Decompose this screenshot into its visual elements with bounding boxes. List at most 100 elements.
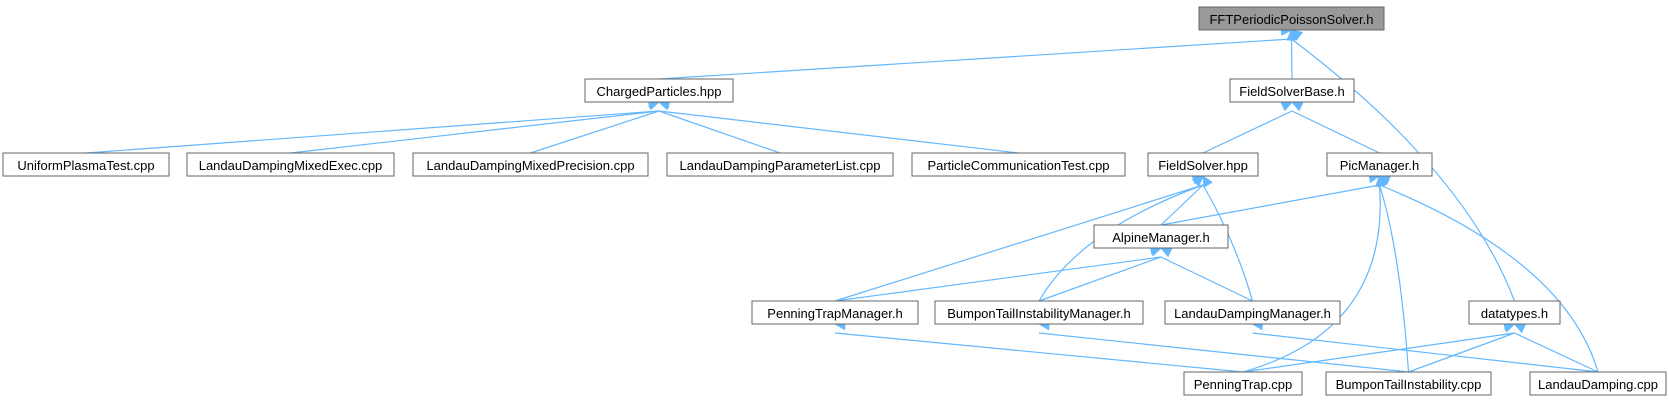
edge-bti-to-btim: [1037, 319, 1409, 373]
arrowhead: [1513, 323, 1527, 334]
node-box[interactable]: [934, 300, 1144, 325]
node-box[interactable]: [1093, 224, 1229, 249]
arrowhead: [1202, 174, 1213, 188]
node-box[interactable]: [1468, 300, 1561, 325]
node-label[interactable]: FieldSolver.hpp: [1158, 158, 1248, 173]
node-landaudampingmixedexec-cpp[interactable]: LandauDampingMixedExec.cpp: [186, 152, 395, 177]
node-landaudampingmixedprecision-cpp[interactable]: LandauDampingMixedPrecision.cpp: [412, 152, 649, 177]
edge-bti-to-dt: [1408, 322, 1516, 373]
edge-fs-to-fsb: [1202, 101, 1294, 154]
node-datatypes-h[interactable]: datatypes.h: [1468, 300, 1561, 325]
node-label[interactable]: PenningTrap.cpp: [1194, 377, 1293, 392]
node-label[interactable]: FFTPeriodicPoissonSolver.h: [1209, 12, 1373, 27]
node-label[interactable]: PicManager.h: [1340, 158, 1420, 173]
edge-pt-to-pic: [1242, 174, 1386, 373]
edge-ld-to-dt: [1513, 323, 1599, 373]
node-landaudamping-cpp[interactable]: LandauDamping.cpp: [1529, 371, 1667, 396]
edge-upt-to-cp: [85, 97, 661, 154]
node-box[interactable]: [584, 78, 734, 103]
edge-line: [1379, 184, 1599, 373]
edge-line: [530, 110, 660, 154]
edge-ldm-to-alp: [1159, 247, 1253, 302]
edge-line: [1160, 184, 1204, 226]
node-box[interactable]: [1147, 152, 1259, 177]
node-landaudampingparameterlist-cpp[interactable]: LandauDampingParameterList.cpp: [666, 152, 894, 177]
edge-ptm-to-alp: [834, 244, 1163, 302]
node-particlecommunicationtest-cpp[interactable]: ParticleCommunicationTest.cpp: [911, 152, 1126, 177]
edge-line: [1252, 332, 1599, 373]
node-box[interactable]: [666, 152, 894, 177]
edge-pt-to-ptm: [833, 319, 1244, 373]
edge-ld-to-pic: [1378, 175, 1599, 373]
node-box[interactable]: [1164, 300, 1341, 325]
node-bumpontailinstabilitymanager-h[interactable]: BumponTailInstabilityManager.h: [934, 300, 1144, 325]
node-label[interactable]: AlpineManager.h: [1112, 230, 1210, 245]
node-box[interactable]: [911, 152, 1126, 177]
node-label[interactable]: LandauDampingManager.h: [1174, 306, 1331, 321]
arrowhead: [1290, 29, 1304, 41]
edge-line: [1408, 332, 1515, 373]
edge-fsb-to-fft: [1286, 28, 1297, 80]
node-box[interactable]: [1325, 371, 1492, 396]
node-label[interactable]: LandauDampingMixedExec.cpp: [199, 158, 383, 173]
edge-line: [1290, 38, 1293, 80]
node-label[interactable]: LandauDamping.cpp: [1538, 377, 1658, 392]
edge-line: [85, 110, 660, 154]
edge-ldmp-to-cp: [530, 100, 661, 154]
node-label[interactable]: datatypes.h: [1481, 306, 1548, 321]
edge-line: [1202, 110, 1293, 154]
edge-ldme-to-cp: [290, 97, 661, 154]
node-box[interactable]: [1326, 152, 1433, 177]
edge-ldpl-to-cp: [657, 100, 781, 154]
edge-pct-to-cp: [657, 97, 1019, 154]
node-fftperiodicpoissonsolver-h[interactable]: FFTPeriodicPoissonSolver.h: [1198, 6, 1385, 31]
edge-line: [1038, 332, 1409, 373]
node-label[interactable]: BumponTailInstability.cpp: [1336, 377, 1482, 392]
node-penningtrap-cpp[interactable]: PenningTrap.cpp: [1183, 371, 1303, 396]
edge-line: [658, 110, 781, 154]
arrowhead: [1290, 101, 1304, 112]
node-box[interactable]: [1229, 78, 1355, 103]
node-box[interactable]: [2, 152, 170, 177]
node-landaudampingmanager-h[interactable]: LandauDampingManager.h: [1164, 300, 1341, 325]
edge-layer: [85, 25, 1599, 373]
node-fieldsolver-hpp[interactable]: FieldSolver.hpp: [1147, 152, 1259, 177]
edge-line: [834, 184, 1204, 302]
edge-line: [658, 38, 1292, 80]
edge-line: [1160, 184, 1380, 226]
node-box[interactable]: [1529, 371, 1667, 396]
node-label[interactable]: UniformPlasmaTest.cpp: [17, 158, 154, 173]
node-picmanager-h[interactable]: PicManager.h: [1326, 152, 1433, 177]
edge-line: [1202, 184, 1254, 302]
node-label[interactable]: LandauDampingParameterList.cpp: [680, 158, 881, 173]
edge-line: [1038, 256, 1162, 302]
edge-cp-to-fft: [658, 25, 1293, 80]
edge-btim-to-alp: [1038, 246, 1163, 302]
node-fieldsolverbase-h[interactable]: FieldSolverBase.h: [1229, 78, 1355, 103]
node-label[interactable]: BumponTailInstabilityManager.h: [947, 306, 1131, 321]
node-box[interactable]: [186, 152, 395, 177]
node-alpinemanager-h[interactable]: AlpineManager.h: [1093, 224, 1229, 249]
node-penningtrapmanager-h[interactable]: PenningTrapManager.h: [751, 300, 919, 325]
node-label[interactable]: LandauDampingMixedPrecision.cpp: [426, 158, 634, 173]
node-label[interactable]: ChargedParticles.hpp: [596, 84, 721, 99]
node-uniformplasmatest-cpp[interactable]: UniformPlasmaTest.cpp: [2, 152, 170, 177]
node-box[interactable]: [1183, 371, 1303, 396]
node-bumpontailinstability-cpp[interactable]: BumponTailInstability.cpp: [1325, 371, 1492, 396]
edge-line: [1160, 256, 1253, 302]
edge-dt-to-fft: [1290, 29, 1516, 302]
edge-line: [1514, 332, 1599, 373]
node-box[interactable]: [751, 300, 919, 325]
node-label[interactable]: ParticleCommunicationTest.cpp: [927, 158, 1109, 173]
node-chargedparticles-hpp[interactable]: ChargedParticles.hpp: [584, 78, 734, 103]
node-label[interactable]: PenningTrapManager.h: [767, 306, 902, 321]
edge-line: [834, 256, 1162, 302]
node-label[interactable]: FieldSolverBase.h: [1239, 84, 1345, 99]
edge-ldm-to-fs: [1202, 174, 1254, 302]
node-box[interactable]: [1198, 6, 1385, 31]
edge-line: [290, 110, 660, 154]
edge-line: [1291, 110, 1380, 154]
edge-pt-to-dt: [1242, 320, 1516, 373]
node-box[interactable]: [412, 152, 649, 177]
